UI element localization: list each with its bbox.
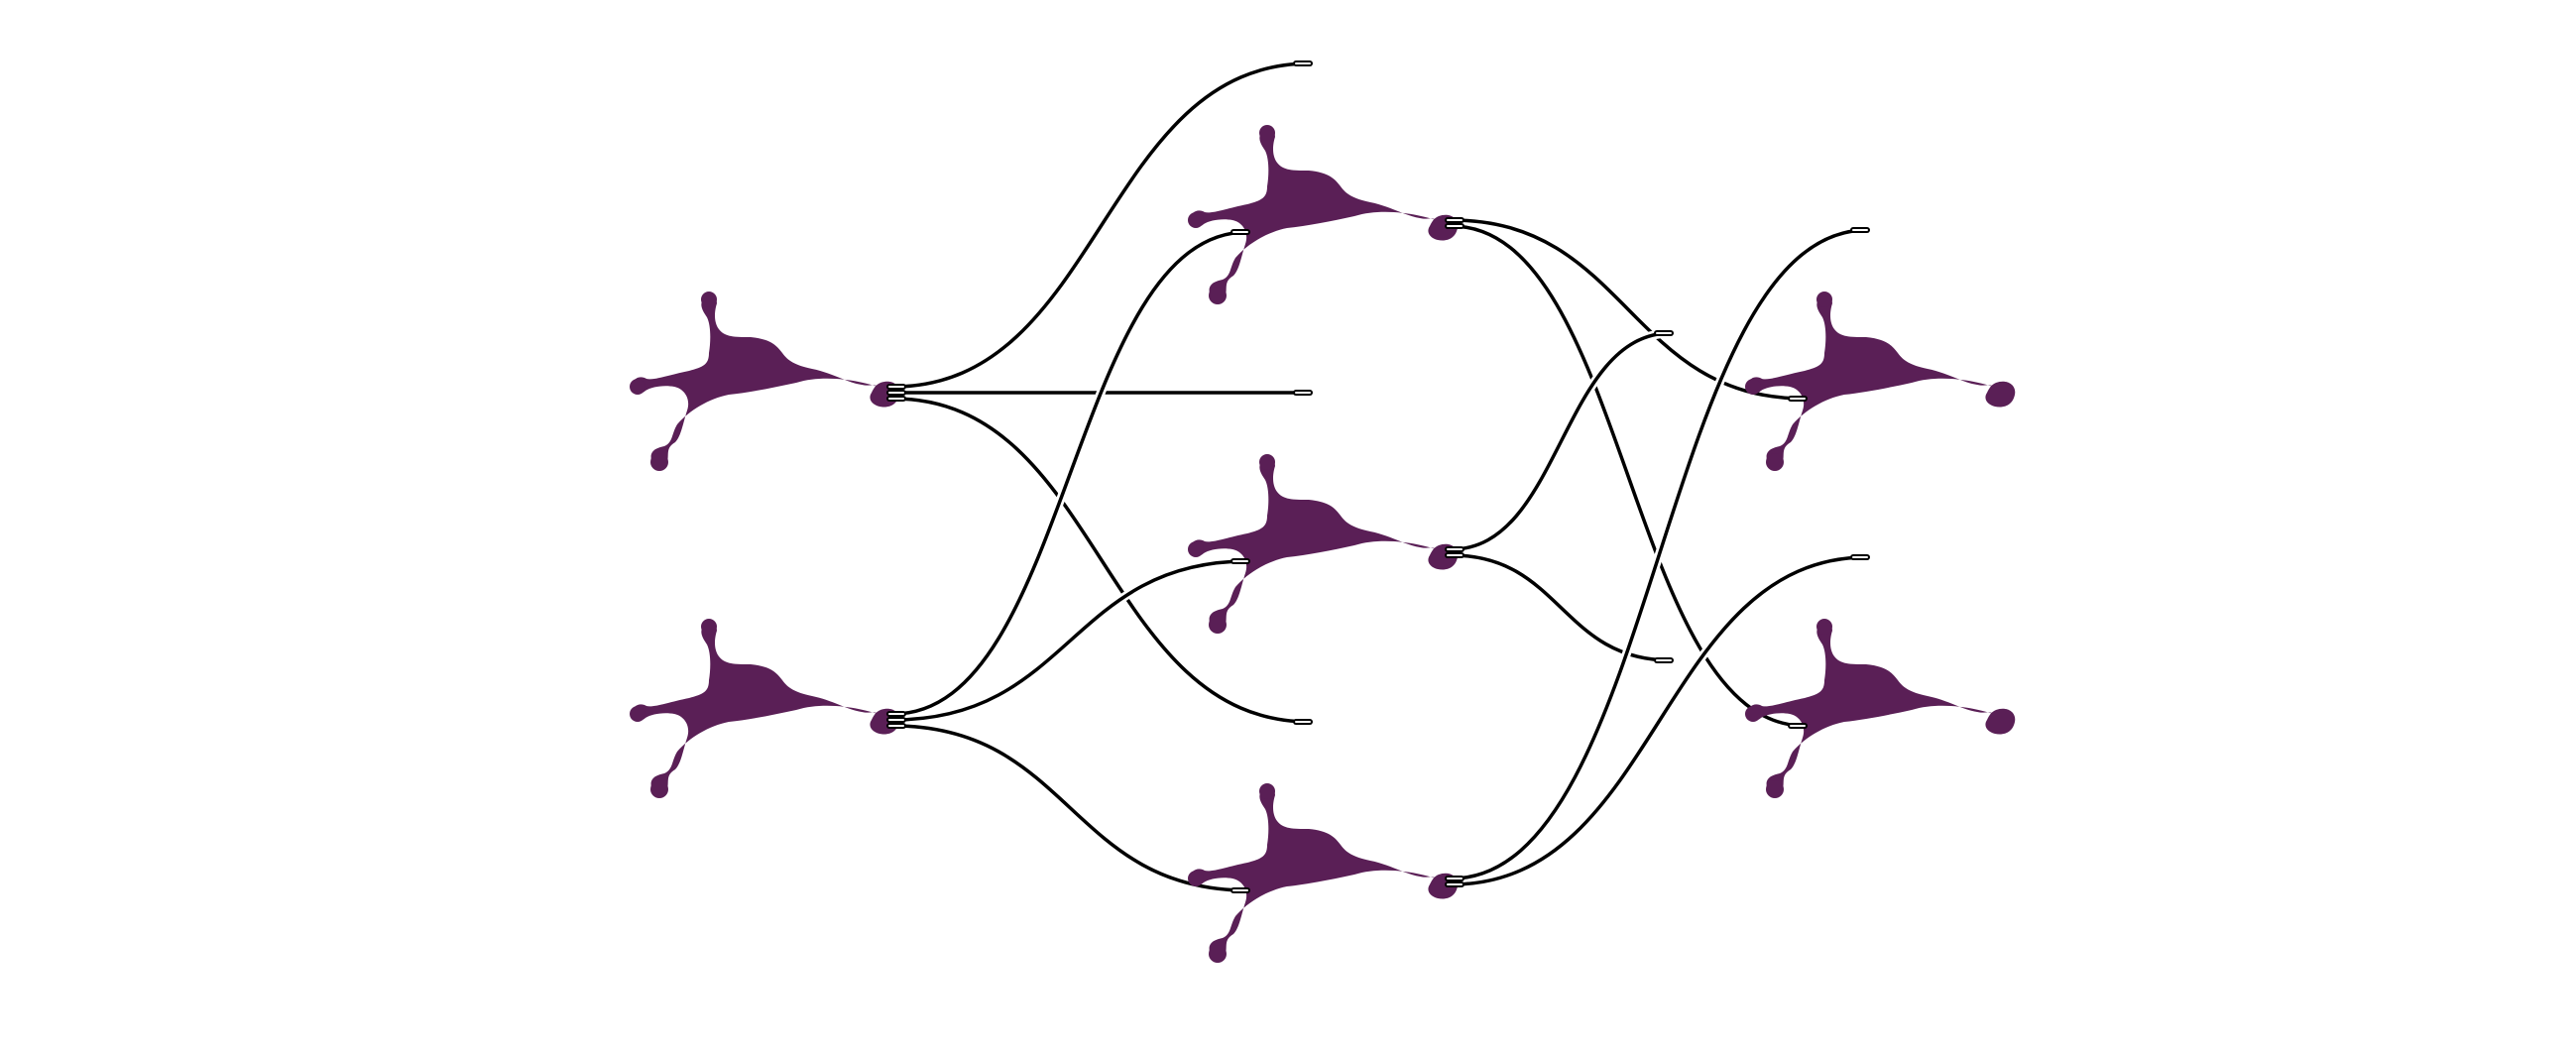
wire-hid-3-to-out-1 [1451,228,1868,880]
neuron-in-1 [630,292,900,471]
wire-in-1-to-hid-3 [892,397,1311,724]
wire-in-2-to-hid-3 [892,724,1248,892]
neuron-hid-2 [1188,454,1459,634]
port-layer [886,60,1870,893]
neuron-hid-3 [1188,783,1459,963]
wire-hid-3-to-out-2 [1451,555,1868,886]
neuron-hid-1 [1188,125,1459,304]
connection-wires [892,59,1868,895]
wire-in-2-to-hid-2 [892,559,1248,722]
wire-in-2-to-hid-1 [892,230,1248,716]
wire-hid-2-to-out-1 [1451,331,1672,551]
neuron-out-2 [1745,619,2016,798]
wire-hid-1-to-out-2 [1451,224,1806,728]
neuron-out-1 [1745,292,2016,471]
wire-in-1-to-hid-1 [892,61,1311,389]
neuron-in-2 [630,619,900,798]
wire-hid-2-to-out-2 [1451,553,1672,662]
wire-hid-1-to-out-1 [1451,218,1806,401]
